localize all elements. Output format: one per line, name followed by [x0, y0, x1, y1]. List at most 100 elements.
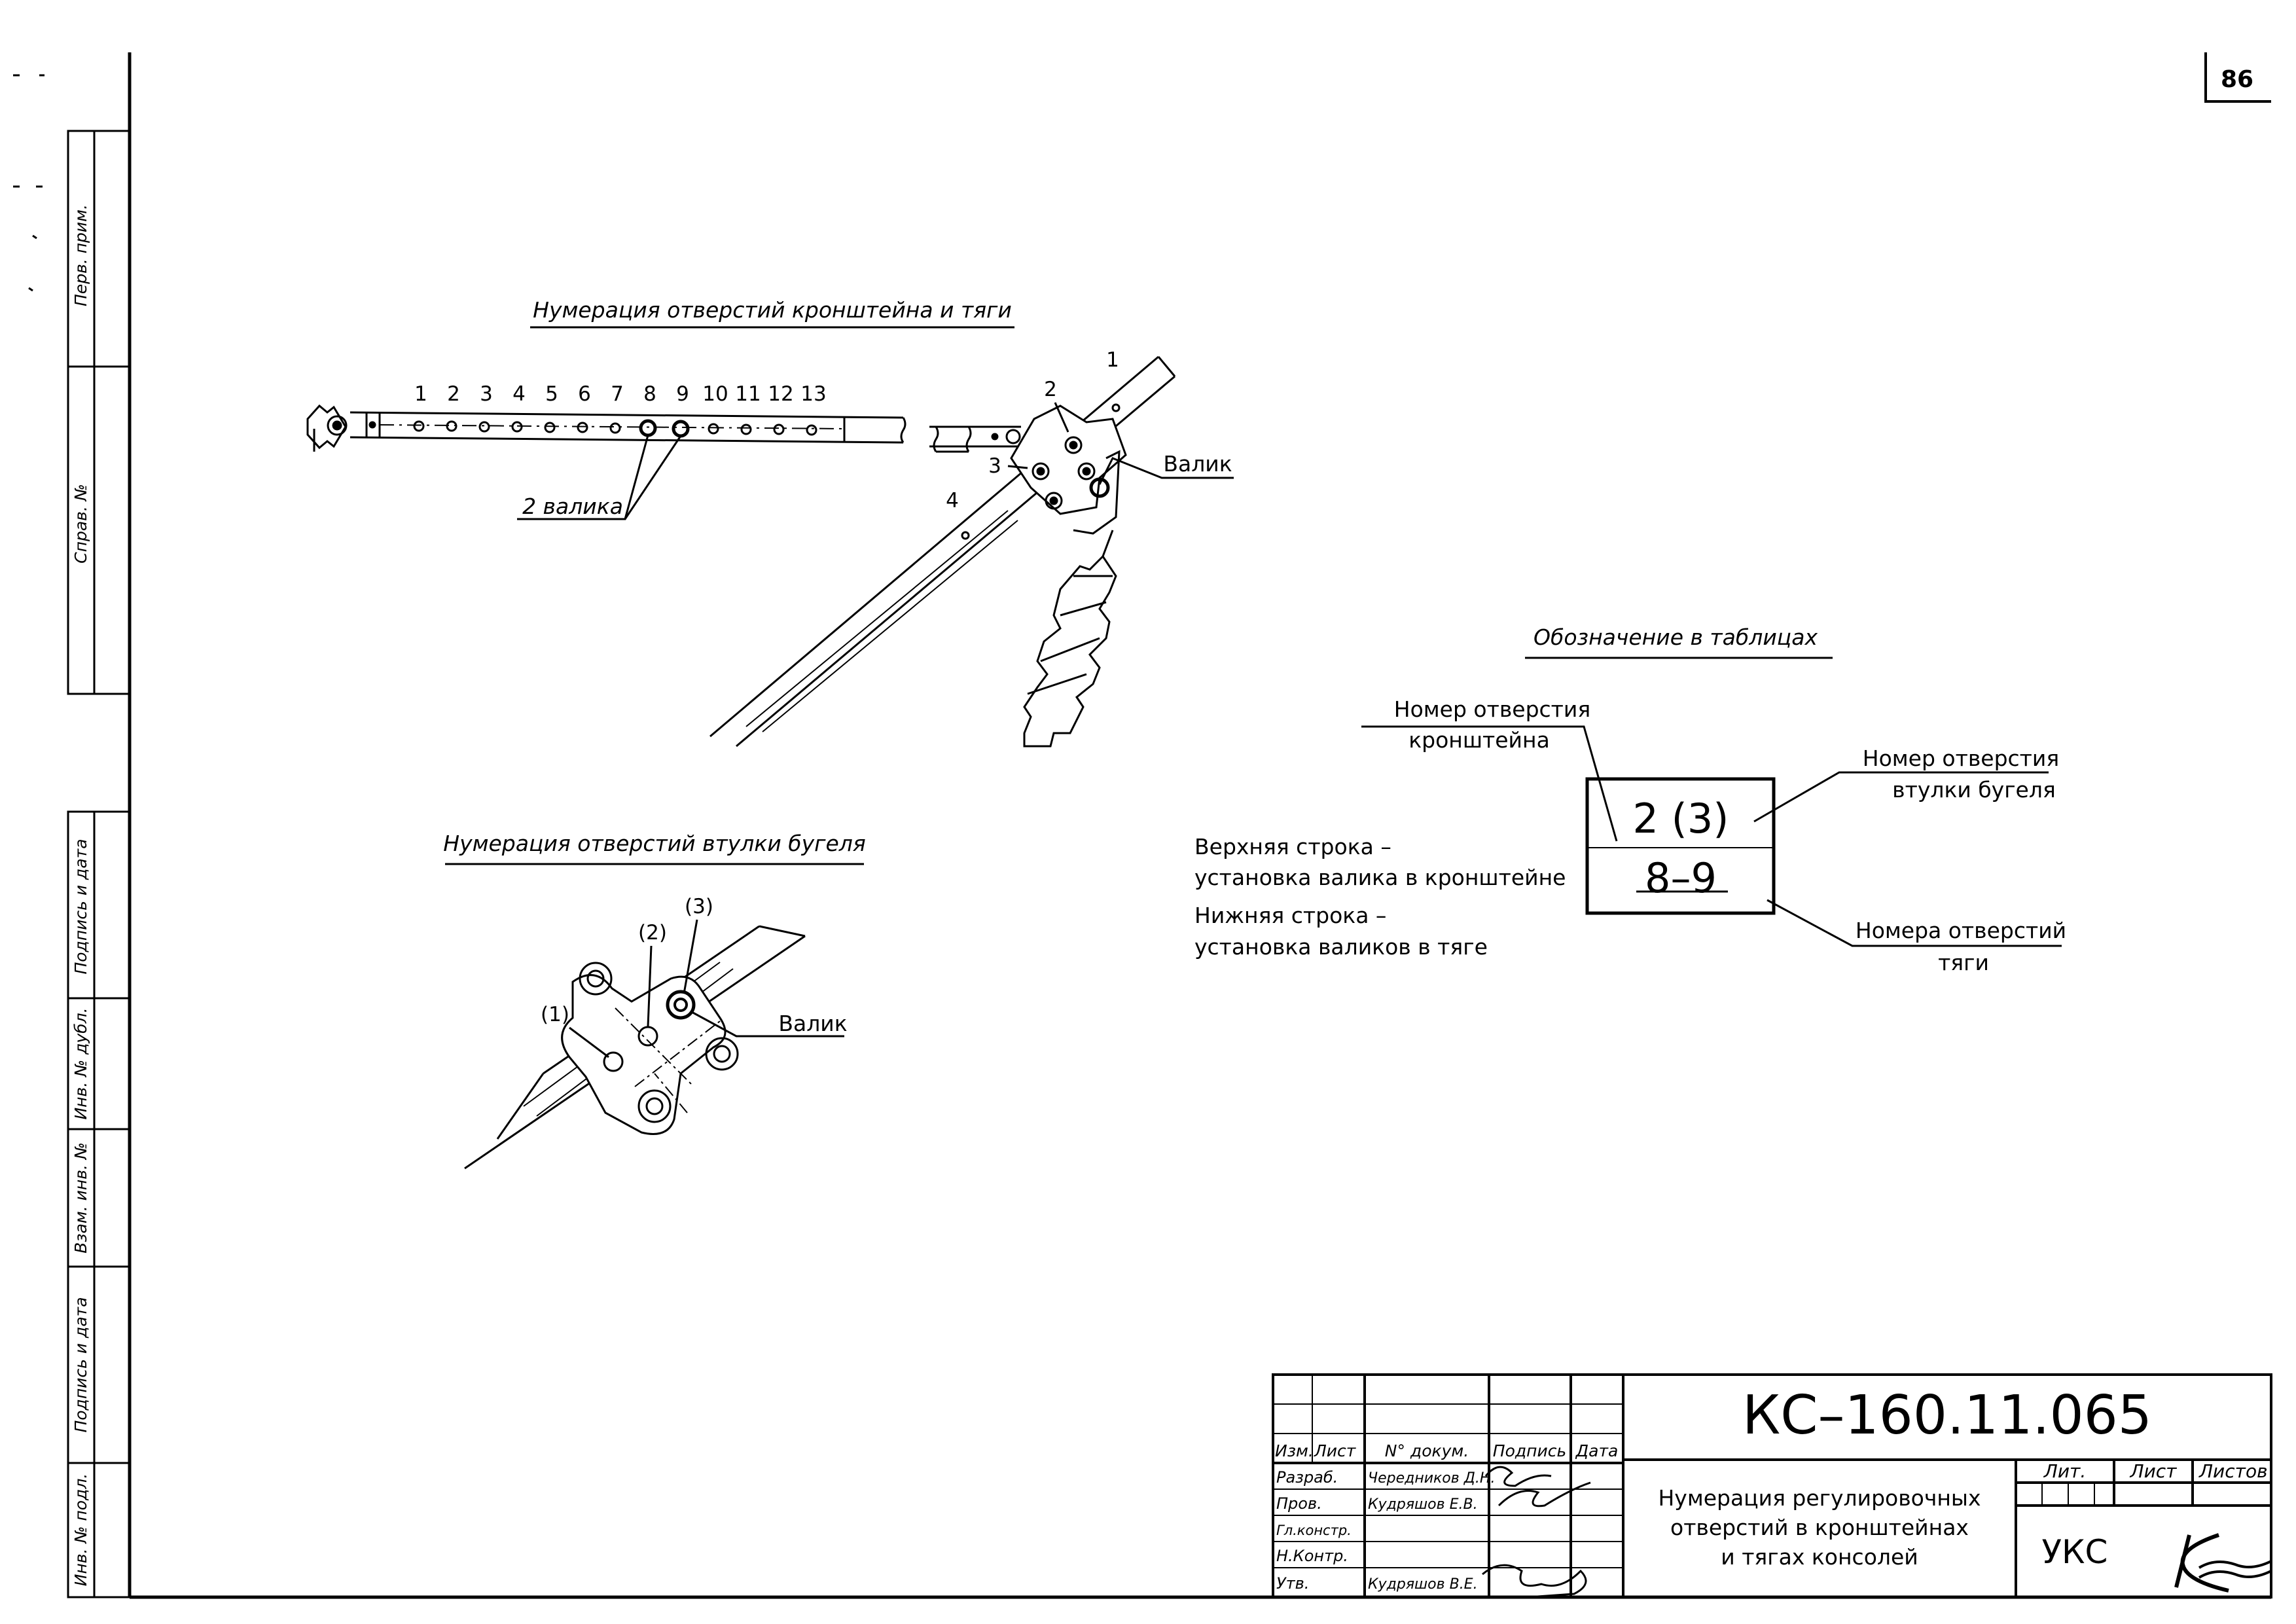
rod-hole-number: 5: [545, 382, 558, 406]
rod-hole-number: 3: [480, 382, 493, 406]
bracket-drawing: [709, 355, 1176, 748]
doc-code: КС–160.11.065: [1742, 1384, 2152, 1447]
label-rod-holes-1: Номера отверстий: [1856, 918, 2066, 943]
rod-hole-4: [511, 421, 523, 433]
frame: [128, 52, 2271, 1599]
rod-hole-5: [544, 422, 556, 433]
explain-top-2: установка валика в кронштейне: [1194, 865, 1566, 890]
title-block-names: Чередников Д.Н. Кудряшов Е.В. Кудряшов В…: [1368, 1470, 1495, 1593]
rollers-label: 2 валика: [522, 494, 623, 519]
rod-hole-12: [773, 424, 785, 435]
sleeve-roller-callout: Валик: [690, 1010, 848, 1038]
section3-title: Обозначение в таблицах: [1534, 624, 1818, 650]
lit-label: Лит.: [2043, 1460, 2086, 1482]
designation-box: [1585, 777, 1776, 915]
list-label: Лист: [2130, 1460, 2178, 1482]
sleeve-drawing: [464, 925, 806, 1170]
bracket-number-3: 3: [988, 454, 1001, 478]
header-list: Лист: [1314, 1441, 1357, 1460]
section-bracket-rod: Нумерация отверстий кронштейна и тяги: [306, 297, 1234, 748]
designation-explanations: Верхняя строка – установка валика в крон…: [1194, 834, 1566, 960]
rod-holes: [413, 419, 817, 438]
org-label: УКС: [2042, 1533, 2108, 1571]
doc-title-line-1: Нумерация регулировочных: [1658, 1485, 1981, 1511]
section1-title: Нумерация отверстий кронштейна и тяги: [533, 297, 1012, 323]
bracket-number-2: 2: [1044, 378, 1057, 401]
rod-hole-number: 7: [611, 382, 624, 406]
rod-hole-number: 9: [676, 382, 689, 406]
title-block: КС–160.11.065 Изм. Лист N° докум. Подпис…: [1272, 1373, 2272, 1598]
label-sleeve-hole-1: Номер отверстия: [1863, 746, 2059, 771]
side-label-inv-dubl: Инв. № дубл.: [71, 1007, 90, 1119]
bracket-roller-label: Валик: [1163, 451, 1232, 477]
rod-hole-number: 1: [414, 382, 427, 406]
bracket-number-4: 4: [946, 489, 959, 513]
rod-drawing: [306, 404, 972, 453]
bracket-number-1: 1: [1106, 348, 1119, 372]
side-label-inv-podl: Инв. № подл.: [71, 1473, 90, 1586]
rod-hole-6: [577, 422, 588, 433]
name-prov: Кудряшов Е.В.: [1368, 1496, 1478, 1513]
sleeve-hole-3-roller: [666, 990, 696, 1020]
label-bracket-hole-2: кронштейна: [1408, 727, 1550, 753]
explain-bottom-1: Нижняя строка –: [1194, 903, 1386, 928]
explain-top-1: Верхняя строка –: [1194, 834, 1391, 859]
rod-hole-1: [413, 420, 425, 432]
sleeve-roller-label: Валик: [778, 1011, 847, 1036]
side-label-podpis-data-1: Подпись и дата: [71, 839, 90, 974]
rod-hole-number: 11: [735, 382, 761, 406]
rod-hole-number: 13: [800, 382, 826, 406]
rod-hole-9-roller: [672, 420, 690, 438]
section2-title: Нумерация отверстий втулки бугеля: [443, 831, 865, 856]
page-number: 86: [2221, 66, 2253, 93]
explain-bottom-2: установка валиков в тяге: [1194, 934, 1488, 960]
label-rod-holes-2: тяги: [1938, 950, 1989, 975]
side-stamp: [67, 130, 131, 1598]
listov-label: Листов: [2198, 1460, 2268, 1482]
sleeve-hole-label-2: (2): [638, 921, 667, 945]
designation-bottom: 8–9: [1645, 854, 1717, 902]
role-n-kontr: Н.Контр.: [1276, 1547, 1348, 1565]
rod-hole-13: [806, 424, 817, 436]
side-label-vzam-inv: Взам. инв. №: [71, 1142, 90, 1254]
title-block-headers: Изм. Лист N° докум. Подпись Дата: [1275, 1441, 1618, 1460]
rod-hole-11: [740, 424, 752, 435]
rod-hole-number: 10: [702, 382, 728, 406]
edge-marks: [13, 74, 45, 292]
name-utv: Кудряшов В.Е.: [1368, 1576, 1478, 1593]
bracket-roller-callout: Валик: [1098, 451, 1234, 485]
role-razrab: Разраб.: [1276, 1468, 1338, 1487]
role-gl-konstr: Гл.констр.: [1276, 1523, 1352, 1538]
sleeve-hole-label-3: (3): [685, 895, 713, 918]
label-sleeve-hole-2: втулки бугеля: [1892, 777, 2056, 803]
sleeve-hole-2: [637, 1026, 658, 1047]
doc-title-line-3: и тягах консолей: [1721, 1544, 1918, 1570]
doc-title: Нумерация регулировочных отверстий в кро…: [1658, 1485, 1981, 1570]
role-prov: Пров.: [1276, 1494, 1322, 1513]
header-data: Дата: [1575, 1441, 1619, 1460]
page-number-box: 86: [2204, 52, 2271, 103]
side-label-sprav: Справ. №: [71, 484, 90, 564]
side-label-podpis-data-2: Подпись и дата: [71, 1297, 90, 1432]
name-razrab: Чередников Д.Н.: [1368, 1470, 1495, 1487]
signatures: [1482, 1466, 1591, 1598]
rollers-callout: 2 валика: [517, 435, 682, 520]
rod-hole-number: 6: [578, 382, 591, 406]
rod-hole-3: [478, 421, 490, 433]
title-block-roles: Разраб. Пров. Гл.констр. Н.Контр. Утв.: [1276, 1468, 1352, 1593]
bracket-numbers: 1 2 3 4: [946, 348, 1119, 513]
rod-hole-number: 4: [512, 382, 526, 406]
header-podpis: Подпись: [1493, 1441, 1566, 1460]
org-logo: [2174, 1533, 2272, 1593]
header-izm: Изм.: [1275, 1441, 1314, 1460]
rod-hole-2: [446, 420, 457, 432]
side-stamp-labels: Перв. прим. Справ. № Подпись и дата Инв.…: [71, 204, 90, 1586]
rod-hole-7: [609, 422, 621, 434]
rod-hole-number: 12: [768, 382, 793, 406]
title-block-right: Лит. Лист Листов: [2043, 1460, 2268, 1482]
side-label-perv-prim: Перв. прим.: [71, 204, 90, 306]
rod-hole-numbers: 1 2 3 4 5 6 7 8 9 10 11 12 13: [414, 382, 827, 406]
label-bracket-hole-1: Номер отверстия: [1394, 696, 1590, 722]
rod-hole-8-roller: [639, 419, 657, 437]
